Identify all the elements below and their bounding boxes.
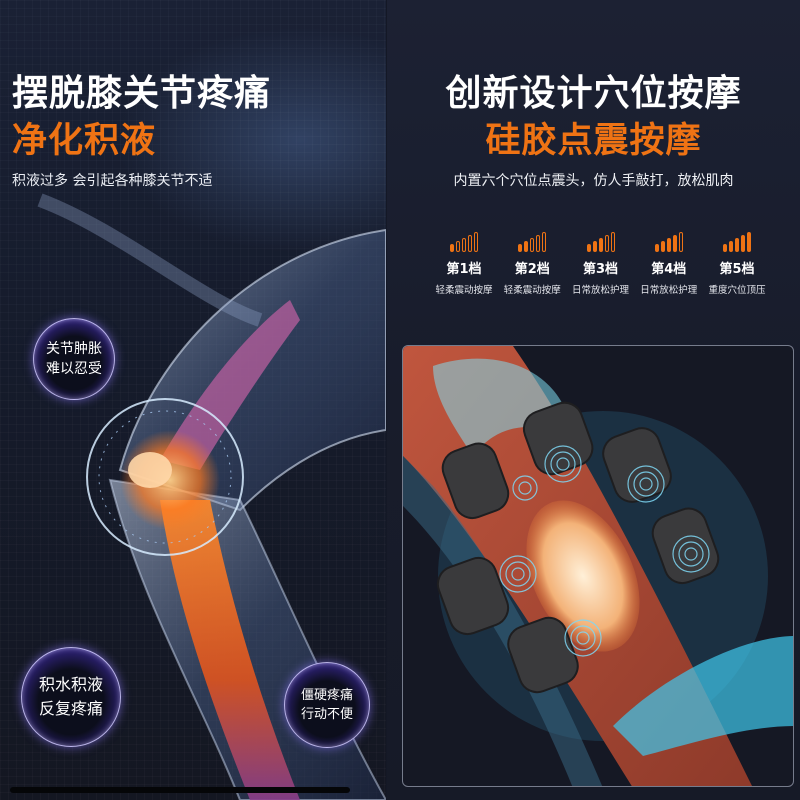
signal-bars-icon xyxy=(518,230,547,252)
level-name: 第4档 xyxy=(651,262,687,277)
right-panel: 创新设计穴位按摩 硅胶点震按摩 内置六个穴位点震头，仿人手敲打，放松肌肉 第1档… xyxy=(387,0,800,800)
level-2: 第2档 轻柔震动按摩 xyxy=(499,230,565,296)
level-name: 第5档 xyxy=(719,262,755,277)
bubble-text-line2: 行动不便 xyxy=(300,707,353,722)
level-desc: 日常放松护理 xyxy=(640,285,698,296)
level-name: 第3档 xyxy=(582,262,619,277)
left-title-accent: 净化积液 xyxy=(12,121,157,161)
right-title: 创新设计穴位按摩 xyxy=(445,73,742,114)
left-subtitle: 积液过多 会引起各种膝关节不适 xyxy=(12,173,213,189)
level-3: 第3档 日常放松护理 xyxy=(568,230,634,296)
bubble-text-line1: 关节肿胀 xyxy=(46,341,102,357)
symptom-bubble-swelling: 关节肿胀 难以忍受 xyxy=(33,318,115,400)
left-panel: 摆脱膝关节疼痛 净化积液 积液过多 会引起各种膝关节不适 xyxy=(0,0,386,800)
level-1: 第1档 轻柔震动按摩 xyxy=(431,230,497,296)
level-desc: 重度穴位顶压 xyxy=(708,285,766,296)
level-5: 第5档 重度穴位顶压 xyxy=(704,230,770,296)
massage-illustration-frame xyxy=(402,345,794,787)
intensity-levels: 第1档 轻柔震动按摩 第2档 轻柔震动按摩 第3档 日常放松护理 第4档 日常放… xyxy=(387,230,800,296)
signal-bars-icon xyxy=(586,230,615,252)
bubble-text-line2: 反复疼痛 xyxy=(38,699,103,718)
level-desc: 轻柔震动按摩 xyxy=(435,285,493,296)
knee-massage-illustration xyxy=(403,346,793,786)
level-4: 第4档 日常放松护理 xyxy=(636,230,702,296)
level-desc: 日常放松护理 xyxy=(571,285,629,296)
bubble-text-line1: 僵硬疼痛 xyxy=(300,688,353,703)
signal-bars-icon xyxy=(723,230,751,252)
right-title-accent: 硅胶点震按摩 xyxy=(485,121,702,161)
bottom-divider xyxy=(10,787,350,793)
symptom-bubble-stiffness: 僵硬疼痛 行动不便 xyxy=(284,662,370,748)
symptom-bubble-effusion: 积水积液 反复疼痛 xyxy=(21,647,121,747)
signal-bars-icon xyxy=(654,230,683,252)
bubble-text-line1: 积水积液 xyxy=(38,675,103,694)
signal-bars-icon xyxy=(450,230,478,252)
level-name: 第2档 xyxy=(514,262,550,277)
left-title: 摆脱膝关节疼痛 xyxy=(12,73,272,114)
bubble-text-line2: 难以忍受 xyxy=(46,361,102,377)
right-subtitle: 内置六个穴位点震头，仿人手敲打，放松肌肉 xyxy=(453,173,734,189)
level-desc: 轻柔震动按摩 xyxy=(503,285,561,296)
level-name: 第1档 xyxy=(446,262,482,277)
